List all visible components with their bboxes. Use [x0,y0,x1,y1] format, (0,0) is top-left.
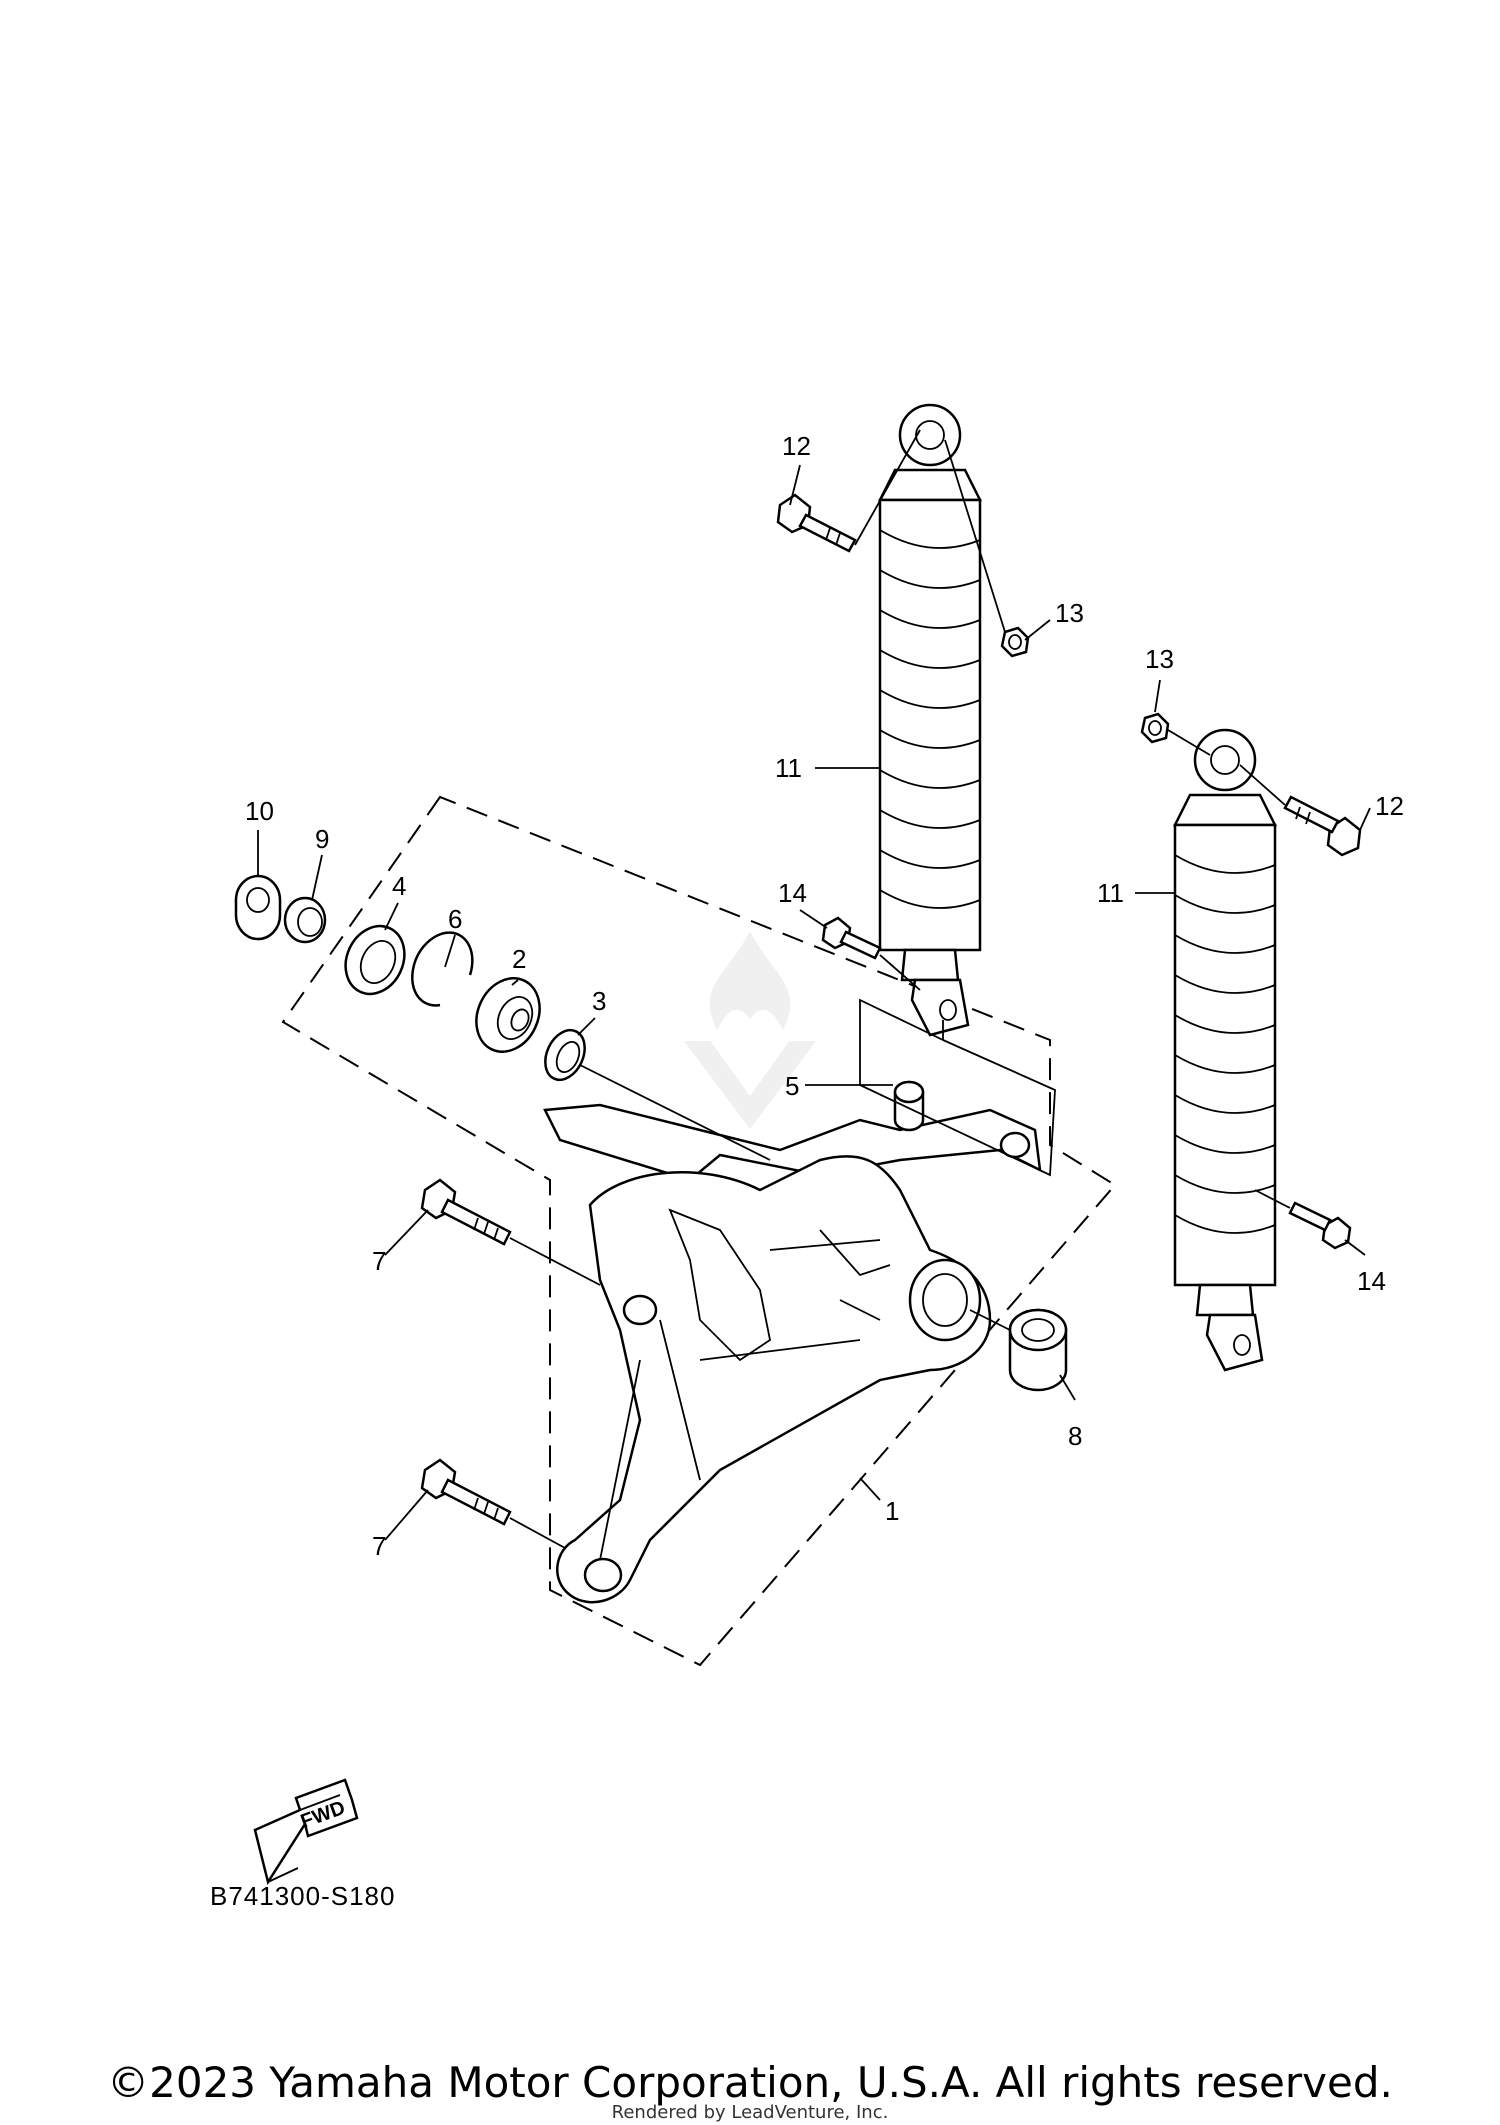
callout-8: 8 [1068,1421,1082,1451]
callout-11-right: 11 [1097,878,1124,908]
bolt-part-7-upper [420,1178,601,1286]
callout-12-left: 12 [782,431,811,461]
bushing-part-8 [1008,1308,1068,1392]
circlip-part-6 [411,931,474,1007]
callout-6: 6 [448,904,462,934]
bolt-part-12-right [1239,764,1362,857]
callout-7-lower: 7 [372,1531,386,1561]
assembly-outline [281,795,1117,1667]
bolt-part-12-left [776,429,921,553]
collar-part-9 [283,896,327,944]
oil-seal-part-3 [544,1028,586,1082]
callout-11-left: 11 [775,753,802,783]
swing-arm [543,1103,1042,1604]
bolt-part-7-lower [420,1458,566,1549]
diagram-code: B741300-S180 [210,1881,395,1911]
nut-part-13-right [1140,712,1211,756]
oil-seal-part-4 [344,924,406,996]
bearing-part-2 [475,977,541,1053]
callout-7-upper: 7 [372,1246,386,1276]
callout-1: 1 [885,1496,899,1526]
axis-line-left [579,1064,771,1161]
collar-part-5 [893,1080,925,1132]
shock-absorber-right [1172,728,1278,1372]
copyright-notice: ©2023 Yamaha Motor Corporation, U.S.A. A… [107,2058,1393,2107]
callout-5: 5 [785,1071,799,1101]
shock-absorber-left [877,403,983,1037]
nut-part-13-left [944,439,1030,658]
forward-arrow-icon: FWD [253,1778,359,1886]
nut-part-10 [234,874,282,941]
rendered-by-credit: Rendered by LeadVenture, Inc. [611,2102,889,2123]
callout-10: 10 [245,796,274,826]
axis-line-right [969,1309,1011,1331]
callout-12-right: 12 [1375,791,1404,821]
bolt-part-14-left [821,916,921,991]
leadventure-logo-icon [684,931,816,1129]
callout-14-left: 14 [778,878,807,908]
callout-4: 4 [392,871,406,901]
callout-3: 3 [592,986,606,1016]
callout-9: 9 [315,824,329,854]
callout-2: 2 [512,944,526,974]
callout-13-left: 13 [1055,598,1084,628]
callout-14-right: 14 [1357,1266,1386,1296]
callout-13-right: 13 [1145,644,1174,674]
leader-lines [257,464,1371,1541]
